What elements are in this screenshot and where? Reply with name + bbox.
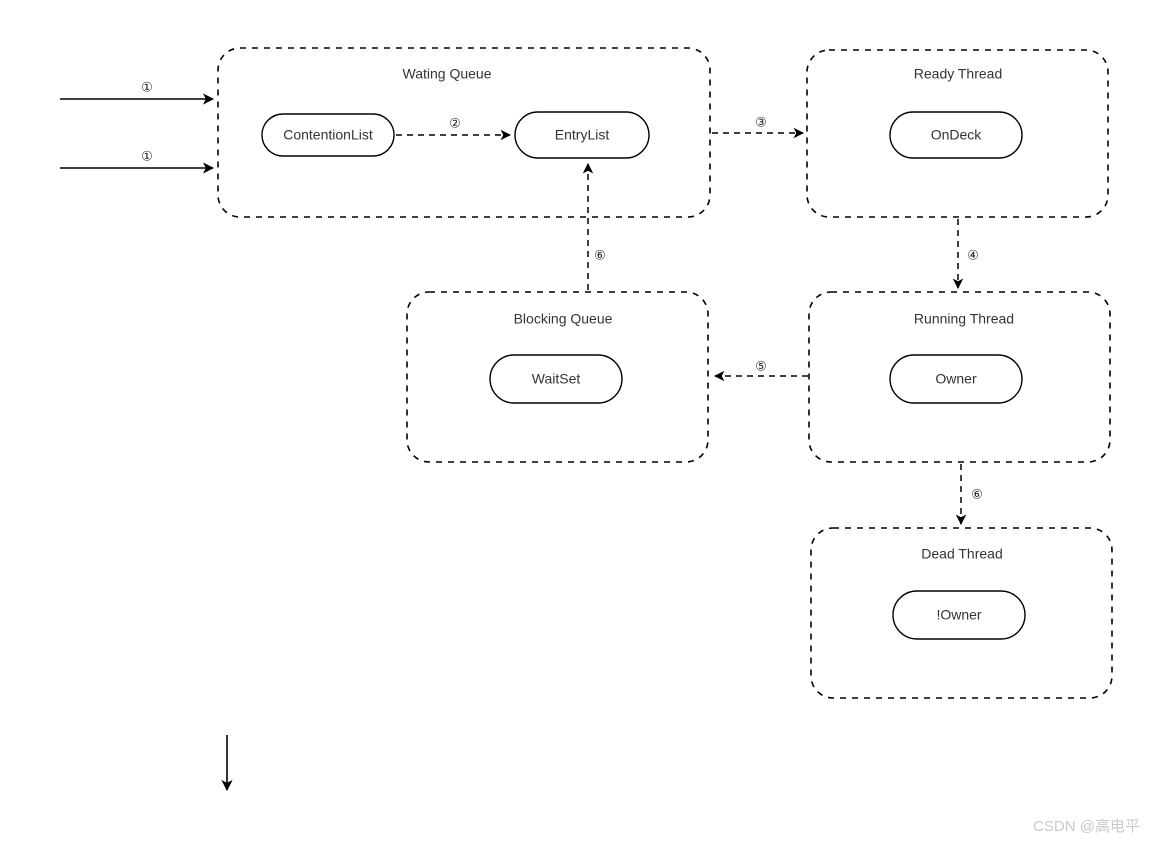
node-owner[interactable]: Owner — [889, 354, 1023, 404]
group-blocking-queue[interactable]: Blocking Queue — [406, 291, 709, 463]
group-ready-thread[interactable]: Ready Thread — [806, 49, 1109, 218]
edge-blocking-to-entry-6[interactable]: ⑥ — [582, 162, 606, 290]
edge-label-waiting-to-ready-3: ③ — [755, 114, 767, 129]
node-entry-list[interactable]: EntryList — [514, 111, 650, 159]
edge-ready-to-running-4[interactable]: ④ — [952, 219, 979, 290]
edge-label-input-1-bottom: ① — [141, 148, 153, 163]
group-running-thread[interactable]: Running Thread — [808, 291, 1111, 463]
edge-running-to-dead-6[interactable]: ⑥ — [955, 464, 983, 526]
node-shape-contention-list — [261, 113, 395, 157]
group-box-ready-thread — [806, 49, 1109, 218]
group-box-running-thread — [808, 291, 1111, 463]
group-label-blocking-queue: Blocking Queue — [514, 311, 613, 327]
node-label-owner: Owner — [935, 371, 977, 387]
edges-layer: ① ① ② ③ ④ ⑤ ⑥ ⑥ — [60, 79, 983, 792]
edge-label-running-to-dead-6: ⑥ — [971, 486, 983, 501]
node-shape-not-owner — [892, 590, 1026, 640]
node-not-owner[interactable]: !Owner — [892, 590, 1026, 640]
edge-running-to-blocking-5[interactable]: ⑤ — [713, 358, 808, 382]
node-shape-on-deck — [889, 111, 1023, 159]
node-contention-list[interactable]: ContentionList — [261, 113, 395, 157]
group-label-running-thread: Running Thread — [914, 311, 1014, 327]
watermark: CSDN @高电平 — [1033, 818, 1140, 835]
node-on-deck[interactable]: OnDeck — [889, 111, 1023, 159]
node-shape-wait-set — [489, 354, 623, 404]
node-label-contention-list: ContentionList — [283, 127, 373, 143]
node-shape-entry-list — [514, 111, 650, 159]
edge-contention-to-entry-2[interactable]: ② — [396, 115, 512, 141]
edge-label-blocking-to-entry-6: ⑥ — [594, 247, 606, 262]
group-dead-thread[interactable]: Dead Thread — [810, 527, 1113, 699]
edge-waiting-to-ready-3[interactable]: ③ — [712, 114, 805, 139]
group-box-dead-thread — [810, 527, 1113, 699]
node-wait-set[interactable]: WaitSet — [489, 354, 623, 404]
edge-label-ready-to-running-4: ④ — [967, 247, 979, 262]
edge-label-running-to-blocking-5: ⑤ — [755, 358, 767, 373]
group-box-waiting-queue — [217, 47, 711, 218]
node-label-wait-set: WaitSet — [532, 371, 581, 387]
edge-input-1-top[interactable]: ① — [60, 79, 215, 105]
edge-input-1-bottom[interactable]: ① — [60, 148, 215, 174]
edge-label-input-1-top: ① — [141, 79, 153, 94]
group-label-dead-thread: Dead Thread — [921, 546, 1002, 562]
node-label-on-deck: OnDeck — [931, 127, 983, 143]
group-waiting-queue[interactable]: Wating Queue — [217, 47, 711, 218]
edge-label-contention-to-entry-2: ② — [449, 115, 461, 130]
group-label-waiting-queue: Wating Queue — [403, 66, 492, 82]
group-label-ready-thread: Ready Thread — [914, 66, 1002, 82]
group-box-blocking-queue — [406, 291, 709, 463]
node-label-entry-list: EntryList — [555, 127, 610, 143]
node-shape-owner — [889, 354, 1023, 404]
node-label-not-owner: !Owner — [936, 607, 981, 623]
